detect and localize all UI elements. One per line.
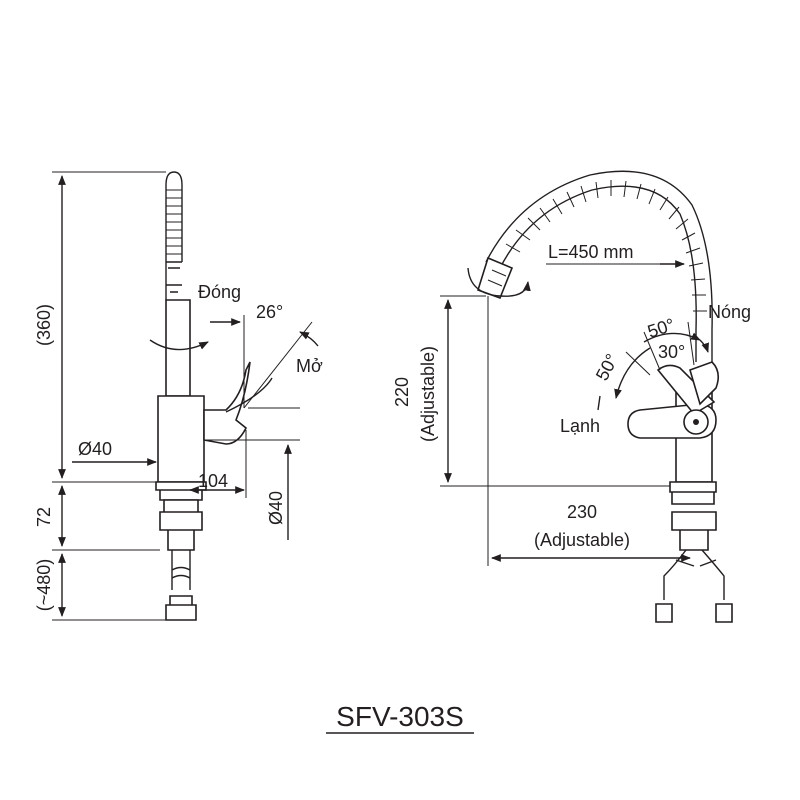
side-hose-ribs xyxy=(166,189,182,255)
side-view: (360) 72 (~480) Ø40 104 Ø40 26° Đóng Mở xyxy=(34,171,323,621)
front-label-cold: Lạnh xyxy=(560,416,600,436)
front-handle-hot-position xyxy=(689,361,720,406)
front-gooseneck-outer xyxy=(485,170,713,362)
side-dim-handle-reach: 104 xyxy=(198,471,228,491)
side-label-open: Mở xyxy=(296,356,323,376)
front-hose-nut-right xyxy=(715,603,733,623)
front-dim-height: 220 xyxy=(392,377,412,407)
front-mount-stud xyxy=(671,511,717,551)
front-dim-reach-note: (Adjustable) xyxy=(534,530,630,550)
side-dim-hose: (~480) xyxy=(34,559,54,612)
front-view: L=450 mm 220 (Adjustable) 230 (Adjustabl… xyxy=(392,170,751,623)
side-label-closed: Đóng xyxy=(198,282,241,302)
front-angle-hot: 50° xyxy=(645,314,677,341)
side-dim-diameter-left: Ø40 xyxy=(78,439,112,459)
side-flex-hose xyxy=(165,171,183,300)
side-dim-mount: 72 xyxy=(34,507,54,527)
front-angle-center: 30° xyxy=(658,342,685,362)
front-spray-head xyxy=(477,256,514,300)
front-hose-length: L=450 mm xyxy=(548,242,634,262)
side-mount-stud xyxy=(159,499,203,551)
side-angle-open: 26° xyxy=(256,302,283,322)
front-hose-nut-left xyxy=(655,603,673,623)
front-label-hot: Nóng xyxy=(708,302,751,322)
side-supply-hose xyxy=(171,550,191,590)
front-spray-rotate-arrow xyxy=(467,267,531,297)
front-dim-reach: 230 xyxy=(567,502,597,522)
front-dim-height-note: (Adjustable) xyxy=(418,346,438,442)
front-gooseneck-inner xyxy=(499,185,697,362)
side-dim-height: (360) xyxy=(34,304,54,346)
side-faucet-body xyxy=(157,395,205,483)
side-handle-lever xyxy=(225,377,273,413)
front-supply-hoses xyxy=(663,549,725,600)
front-base xyxy=(669,481,717,505)
side-dim-diameter-right: Ø40 xyxy=(266,491,286,525)
side-hose-nut xyxy=(165,595,197,621)
front-angle-cold: 50° xyxy=(592,350,622,383)
side-rotate-arrow xyxy=(149,339,209,351)
front-gooseneck-ribs xyxy=(505,180,707,312)
model-name: SFV-303S xyxy=(336,701,464,732)
